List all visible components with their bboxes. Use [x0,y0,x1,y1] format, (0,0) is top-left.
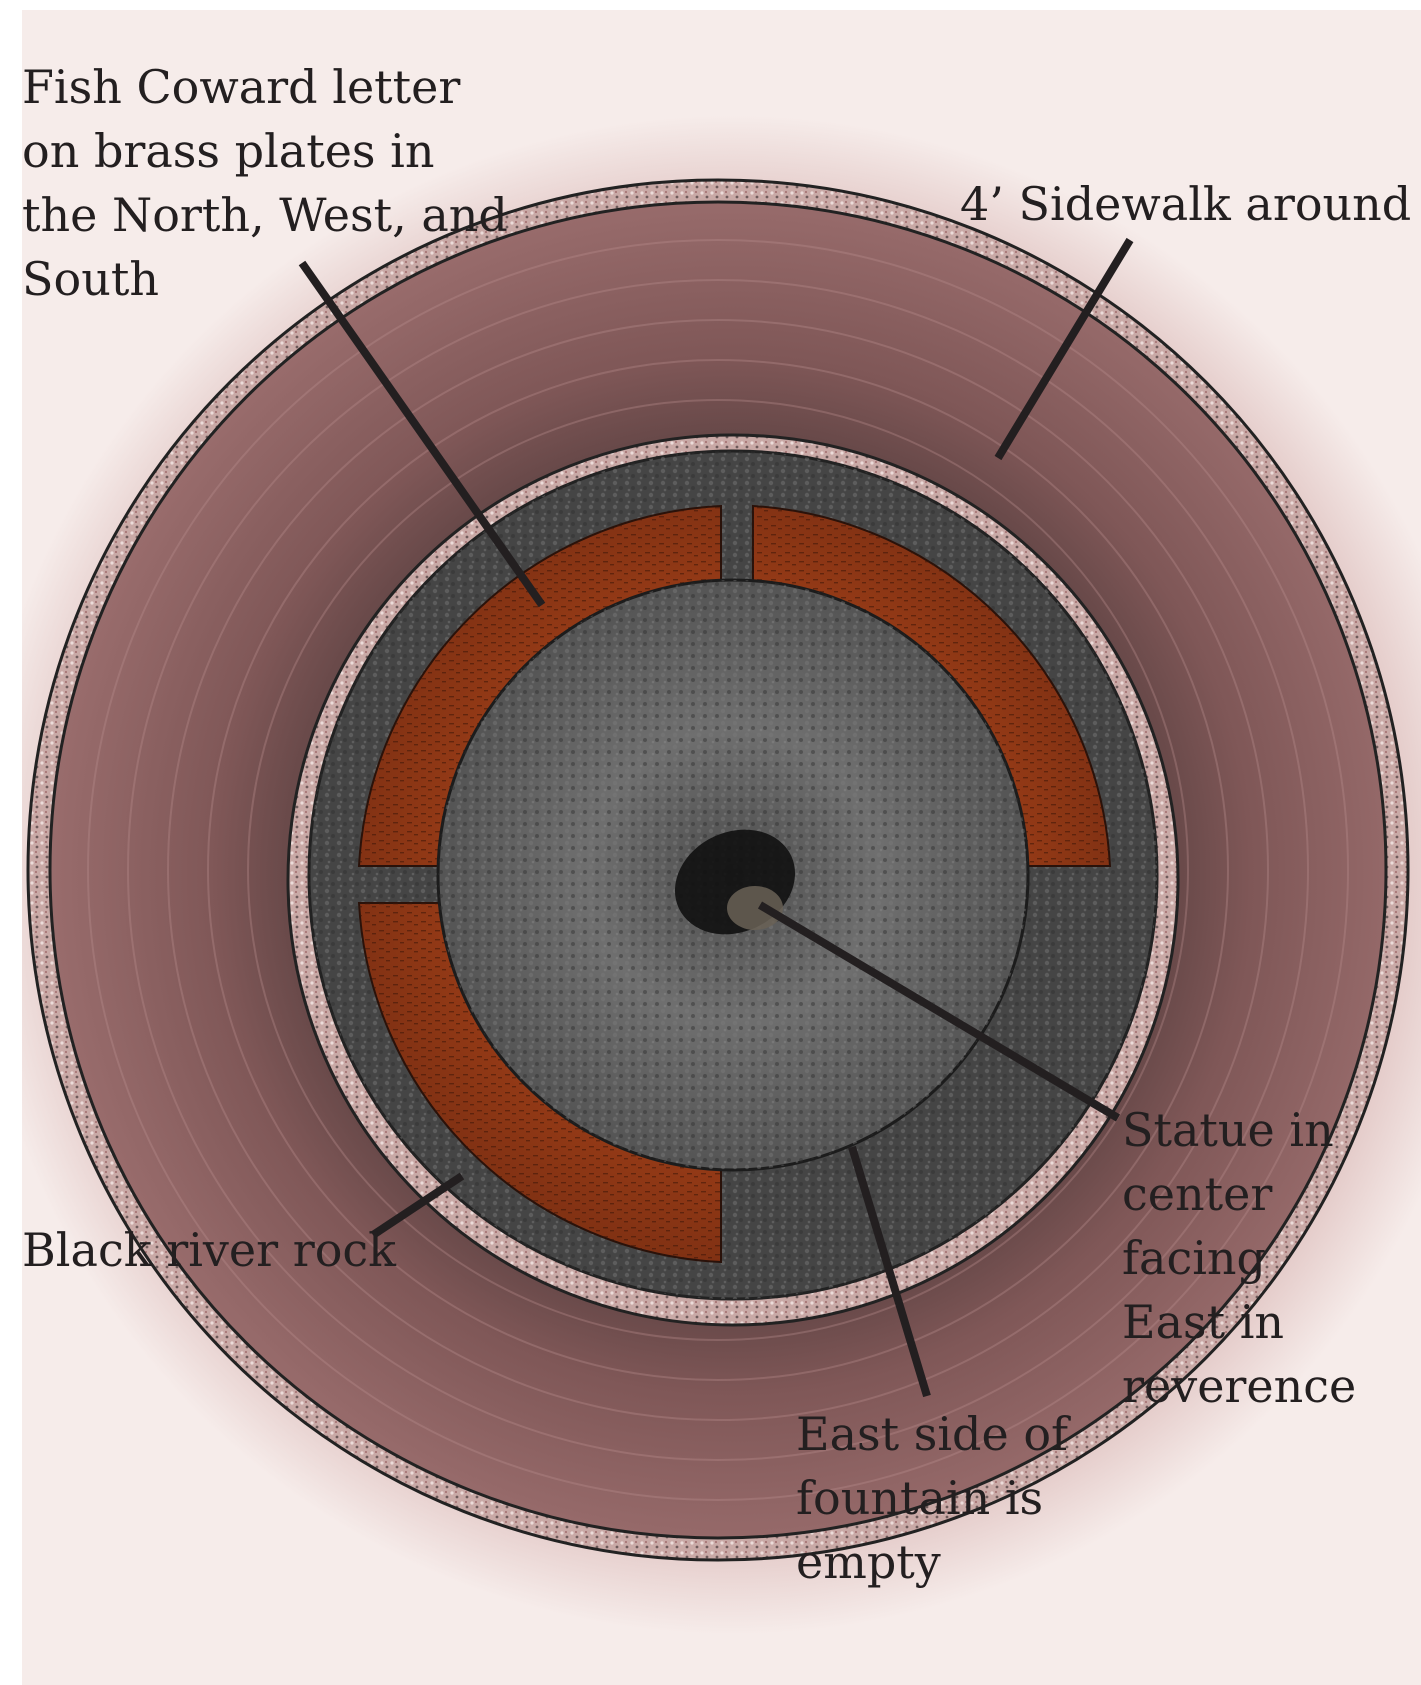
leader-sidewalk [994,237,1134,461]
label-east-side-empty: East side of fountain is empty [796,1407,1069,1589]
leader-statue [757,901,1121,1122]
leader-brass-plates [298,260,546,608]
label-statue: Statue in center facing East in reverenc… [1122,1103,1357,1413]
label-brass-plates: Fish Coward letter on brass plates in th… [22,60,508,306]
label-black-river-rock: Black river rock [22,1223,397,1277]
statue [727,886,783,930]
leader-river-rock [370,1172,465,1239]
brass-plates [357,504,1112,1264]
paver-joints [87,239,1349,1501]
leader-lines [298,237,1134,1398]
label-sidewalk: 4’ Sidewalk around [960,177,1412,231]
leader-east-side [848,1145,931,1398]
